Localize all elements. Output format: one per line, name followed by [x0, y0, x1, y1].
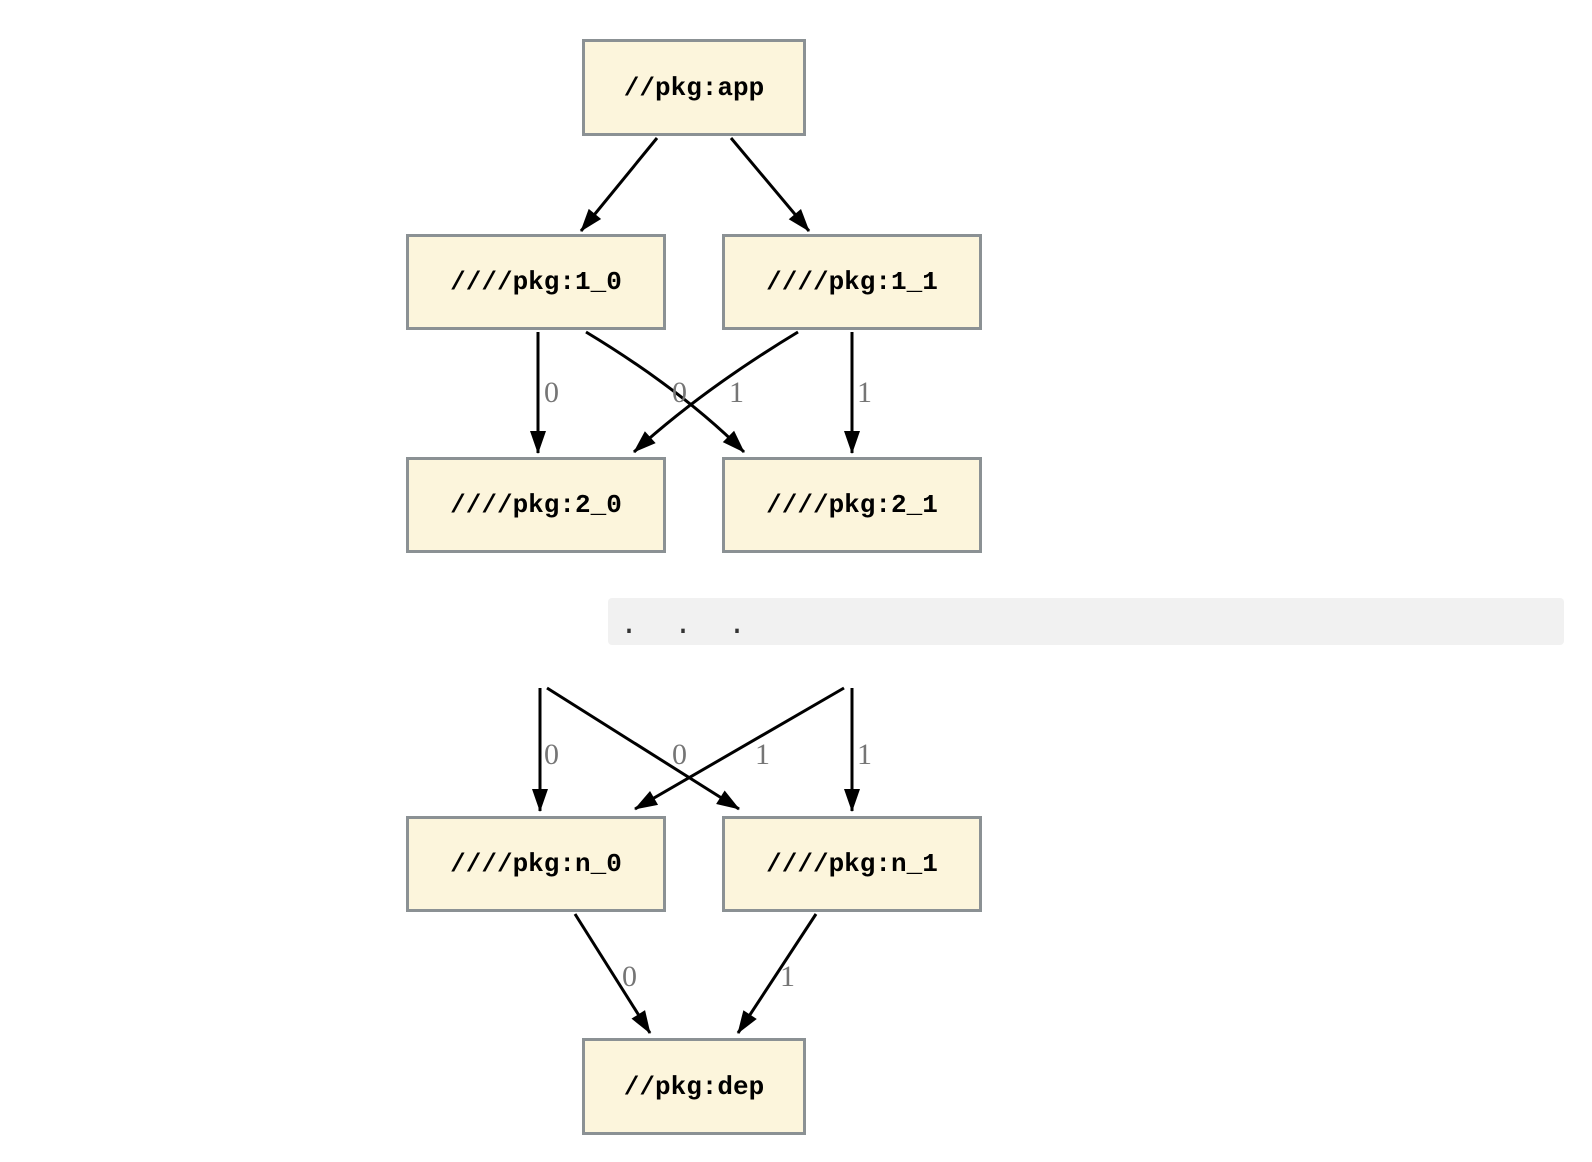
node-label: ////pkg:1_0	[450, 267, 622, 297]
node-label: ////pkg:n_0	[450, 849, 622, 879]
edge-dots-to-n-0-cross	[634, 686, 845, 811]
edge-label-dots-to-n-1-cross: 1	[755, 738, 770, 771]
node-label: //pkg:app	[623, 72, 765, 103]
edge-label-1-0-to-2-1: 1	[729, 376, 744, 409]
edge-n-0-to-dep	[573, 913, 652, 1034]
node-pkg-1-1: ////pkg:1_1	[722, 234, 982, 330]
node-pkg-app: //pkg:app	[582, 39, 806, 136]
edge-label-n-0-to-dep: 0	[622, 960, 637, 993]
edge-app-to-1-0	[579, 137, 659, 232]
node-label: ////pkg:n_1	[766, 849, 938, 879]
node-label: ////pkg:1_1	[766, 267, 938, 297]
edge-app-to-1-1	[729, 137, 811, 232]
edge-1-0-to-2-1	[585, 330, 746, 454]
node-pkg-1-0: ////pkg:1_0	[406, 234, 666, 330]
edge-label-dots-to-n-1-right: 1	[857, 738, 872, 771]
node-pkg-n-0: ////pkg:n_0	[406, 816, 666, 912]
edge-dots-to-n-1-cross	[546, 686, 740, 811]
edge-label-n-1-to-dep: 1	[780, 960, 795, 993]
node-pkg-2-1: ////pkg:2_1	[722, 457, 982, 553]
edge-label-1-0-to-2-0: 0	[544, 376, 559, 409]
edge-label-1-1-to-2-0: 0	[672, 376, 687, 409]
node-label: //pkg:dep	[623, 1071, 765, 1102]
edge-n-1-to-dep	[736, 913, 818, 1034]
node-pkg-2-0: ////pkg:2_0	[406, 457, 666, 553]
edge-label-dots-to-n-0-left: 0	[544, 738, 559, 771]
edge-1-1-to-2-0	[632, 330, 799, 454]
edge-label-1-1-to-2-1: 1	[857, 376, 872, 409]
ellipsis-band: . . .	[608, 598, 1564, 645]
node-pkg-dep: //pkg:dep	[582, 1038, 806, 1135]
node-label: ////pkg:2_0	[450, 490, 622, 520]
edge-label-dots-to-n-0-cross: 0	[672, 738, 687, 771]
node-pkg-n-1: ////pkg:n_1	[722, 816, 982, 912]
node-label: ////pkg:2_1	[766, 490, 938, 520]
ellipsis-dots: . . .	[620, 609, 747, 643]
